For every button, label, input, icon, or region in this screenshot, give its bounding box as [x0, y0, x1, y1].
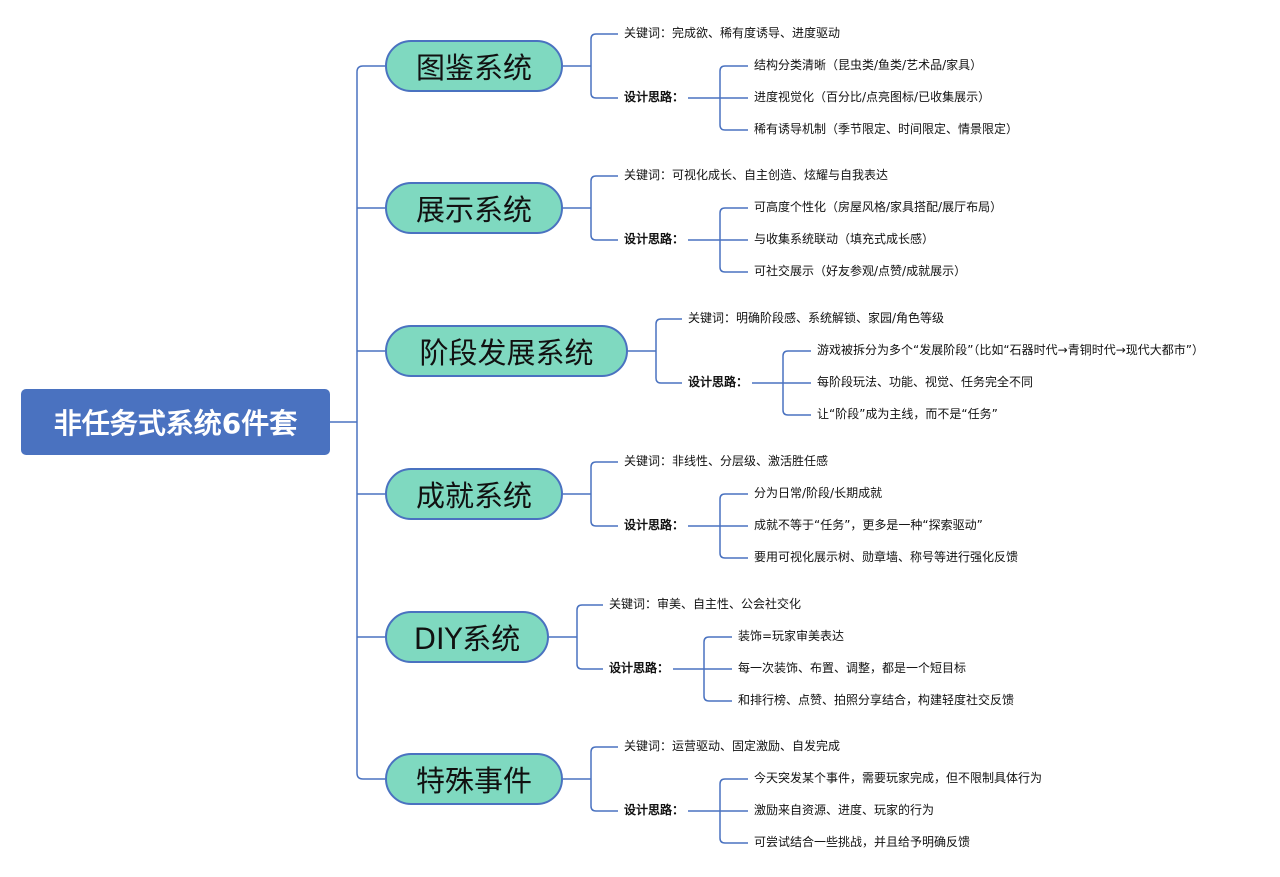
design-item: 进度视觉化（百分比/点亮图标/已收集展示） — [754, 90, 991, 104]
branch-title: 成就系统 — [415, 479, 532, 513]
item-connector — [719, 207, 748, 273]
branch-node[interactable]: 特殊事件 — [385, 753, 563, 805]
item-connector — [782, 350, 811, 416]
keyword-text: 关键词：明确阶段感、系统解锁、家园/角色等级 — [688, 311, 945, 325]
design-label: 设计思路： — [624, 518, 685, 532]
keyword-text: 关键词：审美、自主性、公会社交化 — [609, 597, 802, 611]
design-item: 和排行榜、点赞、拍照分享结合，构建轻度社交反馈 — [738, 693, 1015, 707]
root-node[interactable]: 非任务式系统6件套 — [21, 389, 330, 455]
design-item: 分为日常/阶段/长期成就 — [754, 486, 883, 500]
design-label: 设计思路： — [609, 661, 670, 675]
design-item: 装饰=玩家审美表达 — [738, 629, 845, 643]
design-label: 设计思路： — [624, 232, 685, 246]
item-connector — [719, 65, 748, 131]
keyword-text: 关键词：非线性、分层级、激活胜任感 — [624, 454, 829, 468]
design-item: 结构分类清晰（昆虫类/鱼类/艺术品/家具） — [754, 58, 983, 72]
design-item: 可尝试结合一些挑战，并且给予明确反馈 — [754, 835, 971, 849]
sub-connector — [655, 318, 682, 384]
item-connector — [703, 636, 732, 702]
sub-connector — [590, 175, 618, 241]
branch-node[interactable]: DIY系统 — [385, 611, 549, 663]
design-item: 稀有诱导机制（季节限定、时间限定、情景限定） — [754, 122, 1019, 136]
design-item: 每阶段玩法、功能、视觉、任务完全不同 — [817, 375, 1034, 389]
item-connector — [719, 493, 748, 559]
design-item: 激励来自资源、进度、玩家的行为 — [754, 803, 935, 817]
branch-title: 阶段发展系统 — [419, 336, 594, 370]
branch-node[interactable]: 展示系统 — [385, 182, 563, 234]
item-connector — [719, 778, 748, 844]
design-label: 设计思路： — [624, 803, 685, 817]
keyword-text: 关键词：运营驱动、固定激励、自发完成 — [624, 739, 841, 753]
design-item: 让“阶段”成为主线，而不是“任务” — [817, 407, 998, 421]
branch-node[interactable]: 图鉴系统 — [385, 40, 563, 92]
design-item: 可高度个性化（房屋风格/家具搭配/展厅布局） — [754, 200, 1003, 214]
branch-node[interactable]: 阶段发展系统 — [385, 325, 628, 377]
branch-title: 展示系统 — [415, 193, 532, 227]
keyword-text: 关键词：可视化成长、自主创造、炫耀与自我表达 — [624, 168, 889, 182]
sub-connector — [590, 746, 618, 812]
design-item: 今天突发某个事件，需要玩家完成，但不限制具体行为 — [754, 771, 1043, 785]
design-item: 要用可视化展示树、勋章墙、称号等进行强化反馈 — [754, 550, 1019, 564]
branch-title: 特殊事件 — [415, 764, 532, 798]
branch-node[interactable]: 成就系统 — [385, 468, 563, 520]
sub-connector — [590, 461, 618, 527]
design-label: 设计思路： — [688, 375, 749, 389]
branch-connector — [356, 65, 385, 73]
design-item: 成就不等于“任务”，更多是一种“探索驱动” — [754, 518, 983, 532]
branch-title: 图鉴系统 — [415, 51, 532, 85]
design-item: 与收集系统联动（填充式成长感） — [754, 232, 935, 246]
keyword-text: 关键词：完成欲、稀有度诱导、进度驱动 — [624, 26, 841, 40]
sub-connector — [590, 33, 618, 99]
design-item: 每一次装饰、布置、调整，都是一个短目标 — [738, 661, 967, 675]
design-item: 可社交展示（好友参观/点赞/成就展示） — [754, 264, 967, 278]
design-label: 设计思路： — [624, 90, 685, 104]
root-label: 非任务式系统6件套 — [53, 407, 298, 440]
sub-connector — [576, 604, 603, 670]
branch-title: DIY系统 — [413, 622, 521, 656]
branch-connector — [356, 772, 385, 780]
design-item: 游戏被拆分为多个“发展阶段”（比如“石器时代→青铜时代→现代大都市”） — [817, 343, 1204, 357]
